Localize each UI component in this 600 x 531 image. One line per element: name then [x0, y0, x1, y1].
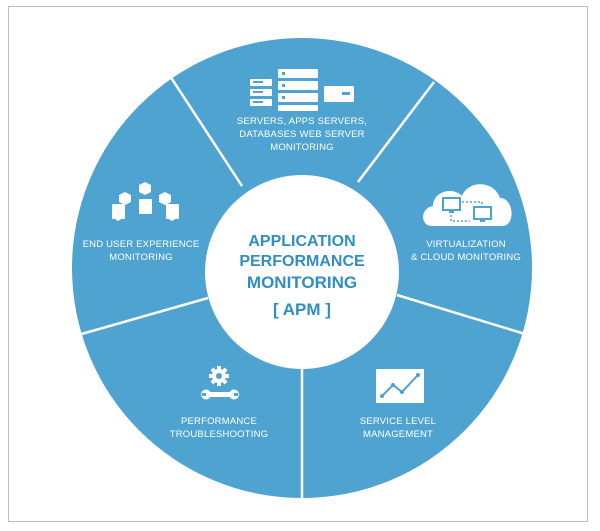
virtualization-label-line2: & CLOUD MONITORING: [411, 252, 521, 263]
servers-label-line1: SERVERS, APPS SERVERS,: [237, 116, 367, 127]
performance-label-line2: TROUBLESHOOTING: [170, 429, 269, 440]
center-title-line3: MONITORING: [247, 273, 357, 292]
gear-wrench-icon: [201, 366, 239, 400]
center-title-line2: PERFORMANCE: [239, 253, 365, 270]
divider-top-left: [168, 75, 244, 187]
cloud-network-icon: [423, 184, 512, 226]
center-title-line1: APPLICATION: [248, 233, 355, 250]
divider-top-right: [357, 81, 435, 183]
service-level-label-line2: MANAGEMENT: [363, 429, 433, 440]
divider-left: [77, 296, 209, 337]
end-user-label-line2: MONITORING: [109, 252, 173, 263]
divider-right: [396, 293, 526, 336]
center-circle: [205, 175, 399, 369]
trend-chart-icon: [376, 369, 424, 403]
servers-label-line2: DATABASES WEB SERVER: [239, 129, 364, 140]
performance-label-line1: PERFORMANCE: [181, 416, 257, 427]
user-network-icon: [112, 182, 179, 221]
virtualization-label-line1: VIRTUALIZATION: [426, 239, 506, 250]
end-user-label-line1: END USER EXPERIENCE: [83, 239, 200, 250]
center-title-line4: [ APM ]: [273, 300, 331, 319]
segment-dividers: [77, 75, 526, 498]
server-rack-icon: [250, 69, 354, 111]
servers-label-line3: MONITORING: [270, 142, 334, 153]
service-level-label-line1: SERVICE LEVEL: [360, 416, 436, 427]
